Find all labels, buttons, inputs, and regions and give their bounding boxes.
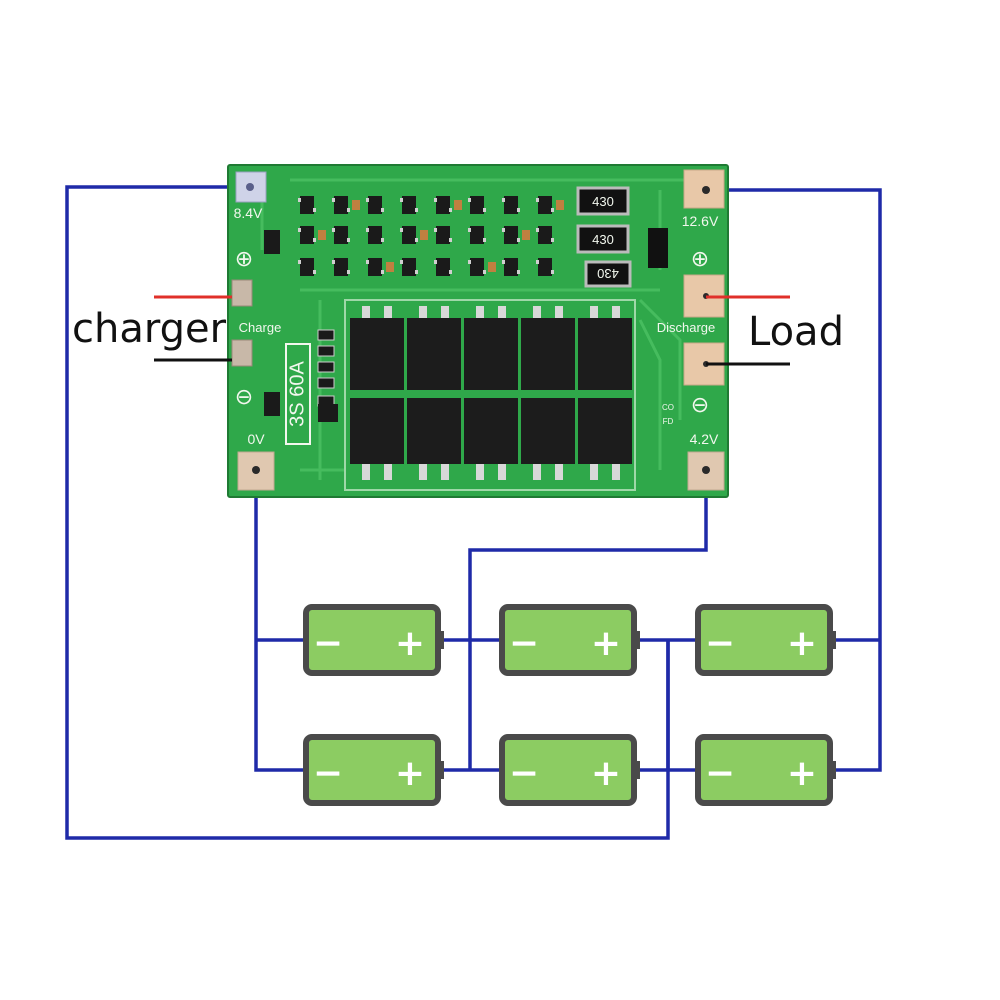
svg-text:430: 430: [597, 266, 619, 281]
battery-cell: −+: [303, 734, 444, 806]
transistor-chip: [648, 228, 668, 268]
smd-part: [317, 361, 335, 373]
resistor-430-2: 430: [576, 224, 630, 254]
smd-part: [400, 196, 418, 214]
pad-b-plus-label: 8.4V: [234, 205, 263, 221]
smd-part: [298, 258, 316, 276]
smd-part: [298, 226, 326, 244]
smd-part: [332, 226, 350, 244]
smd-part: [400, 258, 418, 276]
smd-part: [366, 258, 394, 276]
battery-cell: −+: [695, 734, 836, 806]
smd-part: [468, 196, 486, 214]
smd-part: [264, 392, 280, 416]
plus-icon: +: [395, 623, 425, 664]
minus-icon: −: [313, 753, 343, 794]
resistor-430-3: 430: [584, 260, 632, 288]
battery-pack: −+−+−+−+−+−+: [303, 604, 836, 806]
smd-part: [502, 226, 530, 244]
mosfet: [350, 306, 404, 390]
plus-icon: +: [591, 623, 621, 664]
minus-icon: −: [705, 753, 735, 794]
pad-charge-label: Charge: [239, 320, 282, 335]
minus-icon: ⊖: [235, 384, 253, 409]
battery-cell: −+: [303, 604, 444, 676]
minus-icon: −: [509, 623, 539, 664]
pad-b1: [687, 451, 725, 491]
wire-12v6-right: [706, 188, 882, 772]
pad-p-plus: [683, 169, 725, 209]
smd-part: [366, 226, 384, 244]
mosfet: [464, 398, 518, 480]
model-label: 3S 60A: [285, 343, 311, 445]
mosfet: [464, 306, 518, 390]
smd-part: [332, 258, 350, 276]
fd-label: FD: [663, 417, 674, 426]
mosfet: [578, 398, 632, 480]
smd-part: [264, 230, 280, 254]
plus-icon: +: [787, 623, 817, 664]
wiring: [65, 185, 882, 840]
smd-part: [502, 196, 520, 214]
minus-icon: −: [509, 753, 539, 794]
smd-part: [400, 226, 428, 244]
pad-b-minus: [237, 451, 275, 491]
pad-b-plus: [235, 171, 267, 203]
wire-0v-left: [254, 470, 306, 772]
mosfet: [521, 398, 575, 480]
wire-8v4-loop: [65, 185, 670, 840]
wire-4v2-junction: [468, 470, 708, 770]
pad-p-plus-label: 12.6V: [682, 213, 719, 229]
minus-icon: −: [705, 623, 735, 664]
smd-part: [317, 377, 335, 389]
smd-part: [298, 196, 316, 214]
smd-part: [317, 329, 335, 341]
smd-part: [502, 258, 520, 276]
minus-icon: ⊖: [691, 392, 709, 417]
svg-text:3S 60A: 3S 60A: [286, 361, 308, 427]
plus-icon: ⊕: [691, 246, 709, 271]
smd-part: [317, 345, 335, 357]
plus-icon: +: [395, 753, 425, 794]
mosfet: [521, 306, 575, 390]
smd-part: [366, 196, 384, 214]
load-label: Load: [748, 309, 844, 355]
mosfet-array: [344, 299, 636, 491]
mosfet: [350, 398, 404, 480]
smd-part: [468, 226, 486, 244]
smd-part: [318, 404, 338, 422]
battery-cell: −+: [695, 604, 836, 676]
smd-components: [264, 196, 564, 422]
bms-board: 430 430 430: [227, 164, 729, 498]
smd-part: [434, 258, 452, 276]
plus-icon: +: [787, 753, 817, 794]
battery-cell: −+: [499, 604, 640, 676]
resistor-430-1: 430: [576, 186, 630, 216]
smd-part: [332, 196, 360, 214]
svg-text:430: 430: [592, 232, 614, 247]
plus-icon: ⊕: [235, 246, 253, 271]
mosfet: [407, 398, 461, 480]
smd-part: [434, 196, 462, 214]
pad-discharge-label: Discharge: [657, 320, 716, 335]
pad-charge-minus: [231, 339, 253, 367]
minus-icon: −: [313, 623, 343, 664]
smd-part: [536, 258, 554, 276]
pad-b1-label: 4.2V: [690, 431, 719, 447]
mosfet: [407, 306, 461, 390]
svg-text:430: 430: [592, 194, 614, 209]
battery-cell: −+: [499, 734, 640, 806]
pad-charge-plus: [231, 279, 253, 307]
pad-b-minus-label: 0V: [247, 431, 265, 447]
smd-part: [536, 226, 554, 244]
smd-part: [536, 196, 564, 214]
smd-part: [468, 258, 496, 276]
mosfet: [578, 306, 632, 390]
external-connections: charger Load: [72, 295, 844, 366]
co-label: CO: [662, 403, 674, 412]
plus-icon: +: [591, 753, 621, 794]
charger-label: charger: [72, 306, 227, 352]
smd-part: [434, 226, 452, 244]
